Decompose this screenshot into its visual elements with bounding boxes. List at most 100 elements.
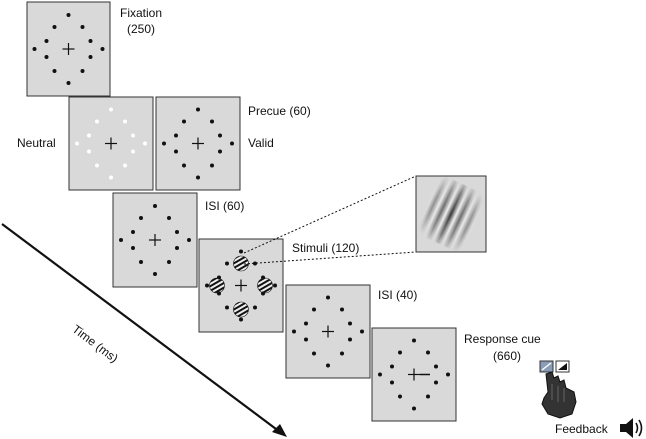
placeholder-dot	[326, 295, 330, 300]
placeholder-dot	[88, 39, 93, 43]
fixation-cross-icon	[62, 43, 75, 55]
placeholder-dot	[446, 372, 450, 377]
placeholder-dot	[340, 307, 344, 312]
hand-keypress-icon	[539, 360, 577, 419]
placeholder-dot	[87, 149, 91, 154]
stimuli-label: Stimuli (120)	[292, 241, 360, 255]
placeholder-dot	[304, 321, 308, 326]
placeholder-dot	[131, 230, 135, 234]
placeholder-dot	[230, 141, 234, 146]
fixation-cross-icon	[149, 234, 161, 246]
valid-label: Valid	[248, 136, 274, 150]
fixation-cross-icon	[408, 368, 420, 381]
placeholder-dot	[75, 141, 79, 146]
placeholder-dot	[398, 350, 402, 355]
placeholder-dot	[139, 260, 143, 264]
placeholder-dot	[218, 133, 222, 138]
placeholder-dot	[153, 204, 157, 208]
placeholder-dot	[205, 283, 209, 288]
placeholder-dot	[340, 351, 344, 356]
time-arrow	[1, 223, 287, 437]
frame-stimuli	[198, 238, 284, 333]
isi1-label: ISI (60)	[205, 199, 245, 213]
placeholder-dot	[80, 25, 85, 29]
feedback-label: Feedback	[555, 422, 608, 436]
placeholder-dot	[326, 363, 330, 368]
placeholder-dot	[95, 119, 99, 124]
placeholder-dot	[143, 141, 147, 146]
placeholder-dot	[210, 163, 214, 168]
placeholder-dot	[398, 394, 402, 399]
placeholder-dot	[261, 291, 265, 296]
placeholder-dot	[253, 305, 257, 310]
placeholder-dot	[80, 69, 85, 73]
placeholder-dot	[292, 329, 296, 334]
placeholder-dot	[87, 133, 91, 138]
placeholder-dot	[153, 272, 157, 276]
placeholder-dot	[434, 364, 438, 369]
gabor-stimulus	[257, 277, 273, 294]
speaker-icon	[620, 418, 643, 438]
placeholder-dot	[378, 372, 382, 377]
placeholder-dot	[210, 119, 214, 124]
gabor-callout	[243, 174, 488, 265]
placeholder-dot	[196, 107, 200, 112]
placeholder-dot	[100, 47, 105, 51]
placeholder-dot	[162, 141, 166, 146]
response-cue-duration: (660)	[493, 349, 522, 363]
fixation-label: Fixation	[120, 6, 163, 20]
placeholder-dot	[123, 119, 127, 124]
placeholder-dot	[434, 380, 438, 385]
placeholder-dot	[119, 238, 123, 242]
frame-fixation	[26, 1, 111, 97]
placeholder-dot	[175, 246, 179, 250]
placeholder-dot	[412, 406, 416, 411]
placeholder-dot	[239, 317, 243, 322]
placeholder-dot	[139, 216, 143, 220]
placeholder-dot	[348, 337, 352, 342]
neutral-label: Neutral	[17, 136, 56, 150]
precue-label: Precue (60)	[248, 104, 311, 118]
placeholder-dot	[225, 305, 229, 310]
placeholder-dot	[426, 350, 430, 355]
gabor-stimulus	[233, 301, 249, 318]
placeholder-dot	[312, 307, 316, 312]
frame-isi2	[285, 284, 371, 379]
placeholder-dot	[32, 47, 37, 51]
placeholder-dot	[174, 149, 178, 154]
fixation-cross-icon	[235, 279, 247, 292]
placeholder-dot	[196, 175, 200, 180]
placeholder-dot	[52, 69, 57, 73]
placeholder-dot	[66, 81, 71, 85]
placeholder-dot	[95, 163, 99, 168]
placeholder-dot	[66, 13, 71, 17]
placeholder-dot	[167, 260, 171, 264]
frame-precue-valid	[155, 96, 241, 191]
placeholder-dot	[390, 380, 394, 385]
placeholder-dot	[253, 261, 257, 266]
placeholder-dot	[218, 149, 222, 154]
placeholder-dot	[217, 275, 221, 280]
frame-response-cue	[371, 327, 457, 422]
placeholder-dot	[44, 55, 49, 59]
isi2-label: ISI (40)	[378, 288, 418, 302]
placeholder-dot	[131, 149, 135, 154]
placeholder-dot	[175, 230, 179, 234]
placeholder-dot	[167, 216, 171, 220]
placeholder-dot	[348, 321, 352, 326]
placeholder-dot	[174, 133, 178, 138]
fixation-cross-icon	[322, 325, 334, 338]
placeholder-dot	[412, 338, 416, 343]
placeholder-dot	[239, 249, 243, 254]
placeholder-dot	[426, 394, 430, 399]
gabor-stimulus	[209, 277, 225, 294]
placeholder-dot	[52, 25, 57, 29]
placeholder-dot	[225, 261, 229, 266]
placeholder-dot	[312, 351, 316, 356]
frame-isi1	[112, 192, 198, 288]
placeholder-dot	[44, 39, 49, 43]
placeholder-dot	[217, 291, 221, 296]
placeholder-dot	[182, 119, 186, 124]
placeholder-dot	[123, 163, 127, 168]
